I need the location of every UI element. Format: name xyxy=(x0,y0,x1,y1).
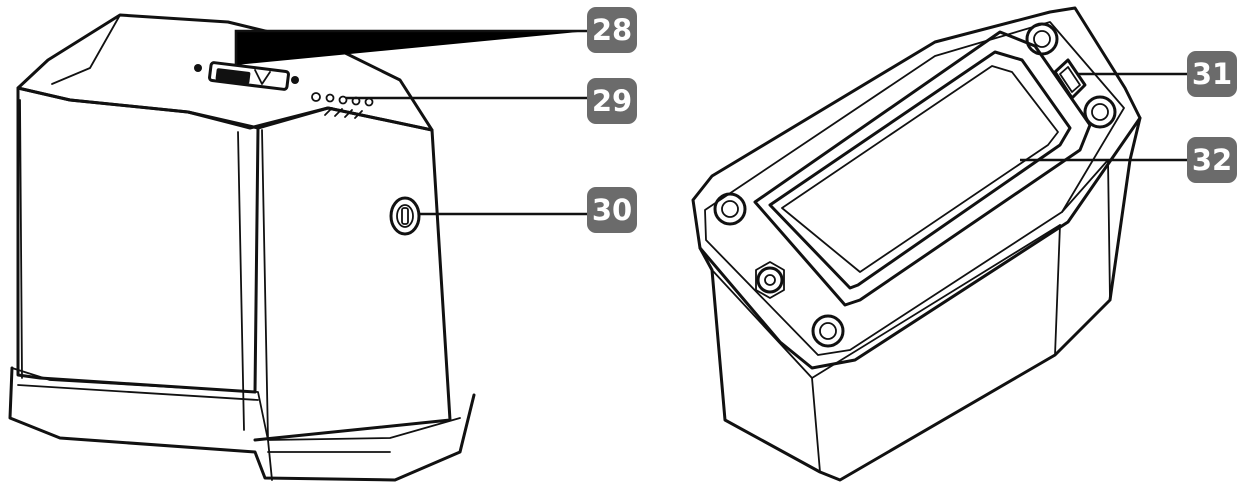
svg-text:32: 32 xyxy=(1192,143,1232,177)
callout-badge-31: 31 xyxy=(1187,51,1237,97)
svg-text:30: 30 xyxy=(592,193,632,227)
usb-port-icon xyxy=(1053,58,1087,100)
leader-lines xyxy=(234,29,1188,216)
svg-text:29: 29 xyxy=(592,84,632,118)
screw-icon xyxy=(713,22,1117,348)
svg-text:28: 28 xyxy=(592,13,632,47)
device-base xyxy=(8,366,476,482)
svg-text:31: 31 xyxy=(1192,57,1232,91)
device-body-side xyxy=(698,116,1142,482)
switch-slider-icon xyxy=(194,61,299,91)
callout-badge-28: 28 xyxy=(587,7,637,53)
callout-badge-29: 29 xyxy=(587,78,637,124)
device-front-view xyxy=(8,13,476,482)
callout-badge-32: 32 xyxy=(1187,137,1237,183)
device-front-face xyxy=(16,86,260,394)
connector-port-icon xyxy=(389,196,421,236)
callout-badge-30: 30 xyxy=(587,187,637,233)
device-side-face xyxy=(253,106,452,442)
label-panel-icon xyxy=(753,30,1092,307)
device-bottom-view xyxy=(691,6,1142,482)
